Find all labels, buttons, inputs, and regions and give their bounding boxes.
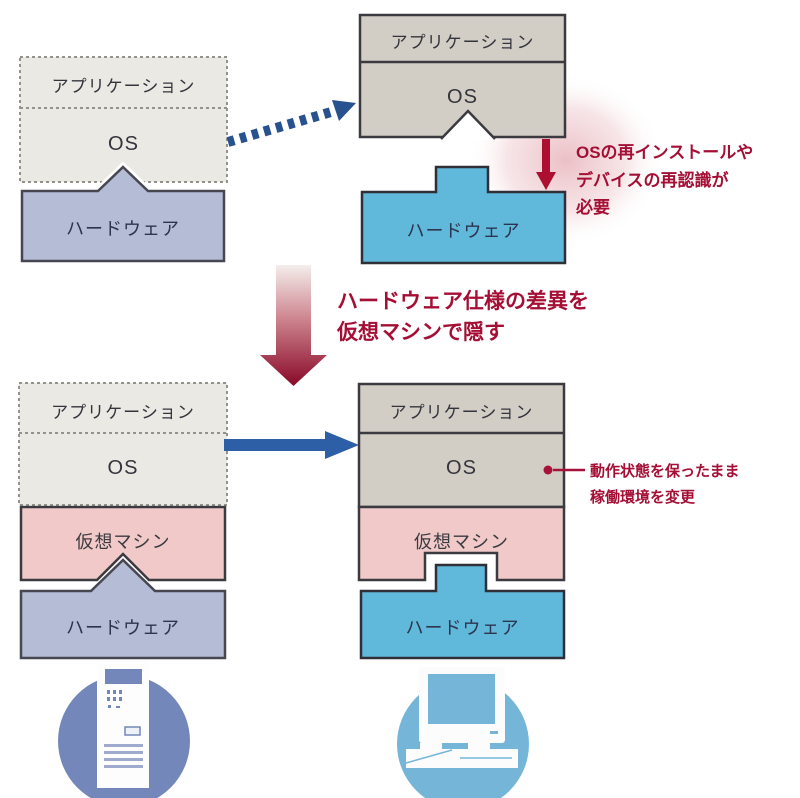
top-right-hardware-shape (360, 165, 567, 265)
top-left-hardware-shape (20, 165, 226, 263)
bottom-right-vm-shape (357, 505, 566, 582)
bottom-left-dashed-box (18, 382, 228, 506)
reinstall-annotation: OSの再インストールや デバイスの再認識が 必要 (576, 139, 753, 222)
transition-arrow (260, 265, 327, 386)
dashed-migration-arrow (226, 105, 340, 147)
migration-arrow-shaft (224, 439, 327, 451)
top-right-os-notch-fill (441, 111, 495, 140)
bottom-left-app-label: アプリケーション (51, 403, 195, 422)
bottom-right-hardware-shape (359, 563, 566, 660)
reinstall-arrow-shaft (542, 139, 550, 173)
bottom-right-vm-label: 仮想マシン (414, 532, 509, 552)
bottom-right-app-label: アプリケーション (389, 403, 534, 422)
top-right-os-notch (440, 109, 496, 140)
top-left-hardware-label: ハードウェア (66, 219, 180, 239)
server-tower-icon (58, 661, 190, 798)
reinstall-line3: 必要 (576, 198, 610, 217)
keep-state-annotation: 動作状態を保ったまま 稼働環境を変更 (590, 459, 740, 511)
top-left-app-label: アプリケーション (51, 77, 196, 96)
keep-state-line1: 動作状態を保ったまま (590, 463, 740, 480)
bottom-left-vm-shape (19, 505, 227, 582)
top-left-os-label: OS (108, 133, 139, 155)
bottom-left-hardware-label: ハードウェア (66, 618, 180, 638)
top-left-dashed-box (19, 56, 228, 183)
keep-state-line2: 稼働環境を変更 (590, 489, 696, 506)
transition-line1: ハードウェア仕様の差異を (337, 290, 589, 313)
reinstall-line1: OSの再インストールや (576, 143, 754, 162)
reinstall-arrow-head (536, 172, 556, 190)
desktop-computer-icon (397, 667, 529, 798)
bottom-left-os-label: OS (107, 457, 139, 479)
dashed-migration-arrowhead (332, 100, 356, 121)
bottom-left-vm-label: 仮想マシン (75, 532, 171, 552)
top-right-os-label: OS (447, 86, 478, 108)
top-right-app-label: アプリケーション (390, 33, 535, 52)
bottom-right-hardware-label: ハードウェア (405, 618, 520, 638)
transition-heading: ハードウェア仕様の差異を 仮想マシンで隠す (337, 286, 589, 348)
bottom-right-os-label: OS (446, 457, 477, 479)
migration-arrow-head (325, 431, 359, 459)
reinstall-line2: デバイスの再認識が (576, 170, 729, 190)
bottom-left-hardware-shape (19, 558, 227, 660)
transition-line2: 仮想マシンで隠す (337, 321, 505, 344)
callout-dot (543, 465, 553, 475)
top-right-hardware-label: ハードウェア (406, 221, 521, 241)
